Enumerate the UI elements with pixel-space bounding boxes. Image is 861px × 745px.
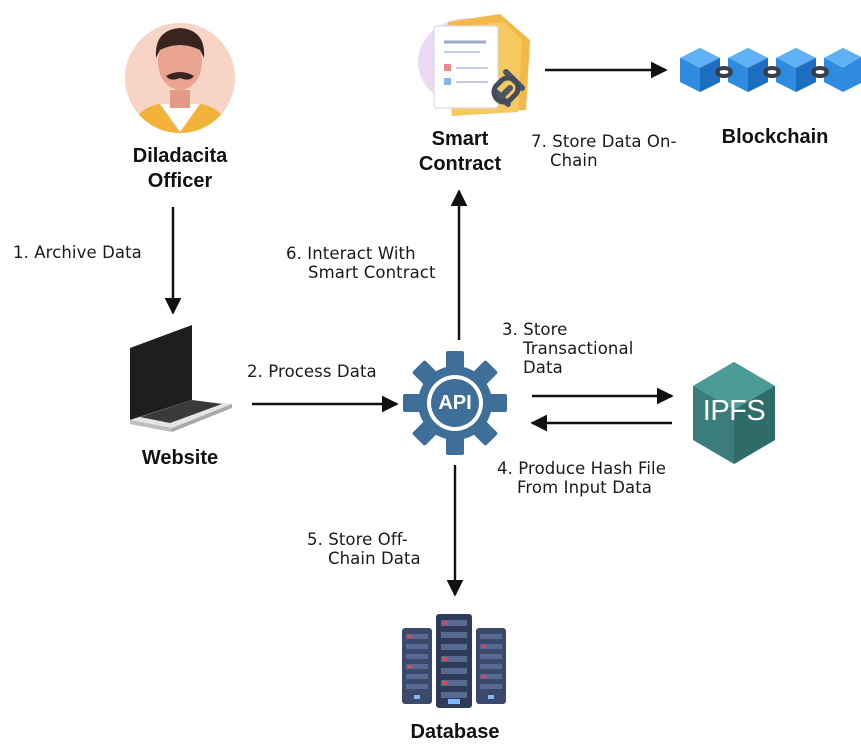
step-7-label: 7. Store Data On- Chain <box>531 132 677 170</box>
database-icon <box>402 614 506 708</box>
step-3-line3: Data <box>523 358 563 377</box>
step-7-line1: 7. Store Data On- <box>531 132 677 151</box>
ipfs-badge-label: IPFS <box>702 395 766 427</box>
blockchain-icon <box>680 48 861 92</box>
ipfs-icon <box>693 362 775 464</box>
blockchain-title: Blockchain <box>721 126 829 148</box>
step-6-line2: Smart Contract <box>308 263 436 282</box>
smart-contract-title-line1: Smart <box>431 128 489 150</box>
step-5-label: 5. Store Off- Chain Data <box>307 530 421 568</box>
smart-contract-title-line2: Contract <box>418 153 502 175</box>
step-5-line1: 5. Store Off- <box>307 530 408 549</box>
website-title: Website <box>141 447 219 469</box>
database-title: Database <box>410 721 500 743</box>
step-4-line1: 4. Produce Hash File <box>497 459 666 478</box>
step-5-line2: Chain Data <box>328 549 421 568</box>
step-3-label: 3. Store Transactional Data <box>502 320 633 377</box>
arrows <box>164 61 674 597</box>
step-6-label: 6. Interact With Smart Contract <box>286 244 436 282</box>
laptop-icon <box>130 325 232 432</box>
smart-contract-icon <box>418 14 530 116</box>
api-gear-icon <box>403 351 507 455</box>
step-4-label: 4. Produce Hash File From Input Data <box>497 459 666 497</box>
smart-contract-title: Smart Contract <box>400 127 520 177</box>
step-3-line1: 3. Store <box>502 320 568 339</box>
step-3-line2: Transactional <box>523 339 634 358</box>
step-2-label: 2. Process Data <box>247 362 377 381</box>
step-6-line1: 6. Interact With <box>286 244 416 263</box>
step-7-line2: Chain <box>550 151 598 170</box>
step-1-label: 1. Archive Data <box>13 243 142 262</box>
officer-title-line2: Officer <box>147 170 213 192</box>
officer-title-line1: Diladacita <box>132 145 228 167</box>
step-4-line2: From Input Data <box>517 478 652 497</box>
officer-title: Diladacita Officer <box>100 144 260 194</box>
api-badge-label: API <box>438 392 472 414</box>
officer-avatar-icon <box>125 23 235 133</box>
